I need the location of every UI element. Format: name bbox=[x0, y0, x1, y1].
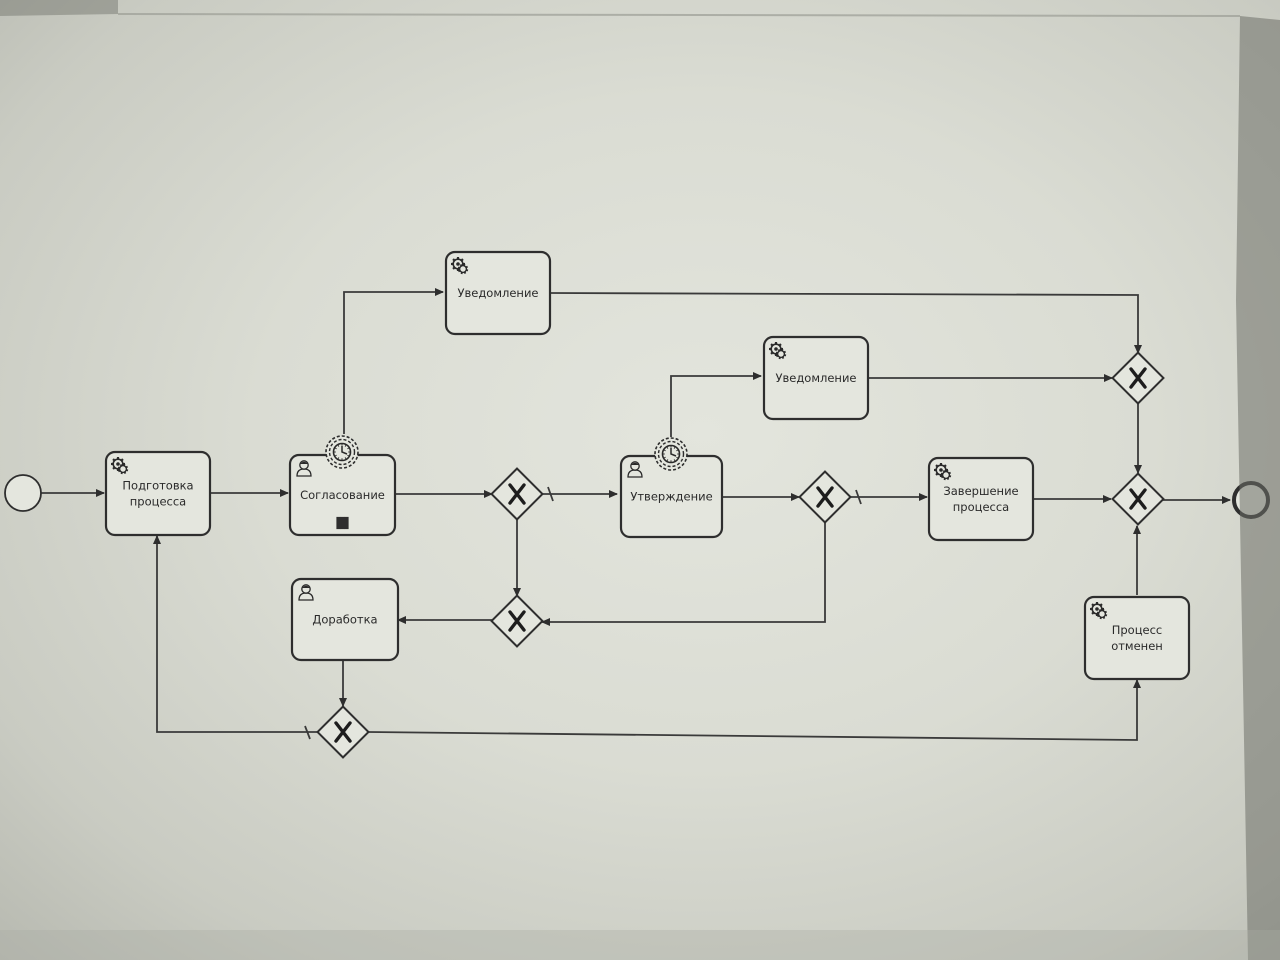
task-cancel[interactable]: Процесс отменен bbox=[1083, 595, 1191, 681]
task-notify1[interactable]: Уведомление bbox=[444, 250, 552, 336]
exclusive-gateway-gw4[interactable] bbox=[1111, 351, 1165, 405]
task-label: Доработка bbox=[312, 613, 377, 627]
task-label: процесса bbox=[953, 500, 1009, 514]
task-label: Процесс bbox=[1112, 623, 1163, 637]
flow-timer2-to-notify2[interactable] bbox=[670, 372, 762, 437]
task-label: отменен bbox=[1111, 639, 1163, 653]
task-label: Уведомление bbox=[457, 286, 538, 300]
task-label: Утверждение bbox=[630, 490, 712, 504]
exclusive-gateway-gw6[interactable] bbox=[1111, 472, 1165, 526]
flow-timer1-to-notify1[interactable] bbox=[343, 288, 444, 434]
task-label: Согласование bbox=[300, 488, 385, 502]
exclusive-gateway-gw3[interactable] bbox=[798, 470, 852, 524]
task-finish[interactable]: Завершение процесса bbox=[927, 456, 1035, 542]
exclusive-gateway-gw1[interactable] bbox=[490, 467, 544, 521]
task-label: Уведомление bbox=[775, 371, 856, 385]
task-prep[interactable]: Подготовка процесса bbox=[104, 450, 212, 537]
flow-gw5-to-cancel[interactable] bbox=[367, 679, 1141, 741]
parallel-multi-instance-marker bbox=[336, 516, 349, 530]
start-event[interactable] bbox=[4, 474, 42, 512]
clock-icon bbox=[661, 444, 681, 464]
boundary-timer-event[interactable] bbox=[325, 435, 359, 469]
end-event[interactable] bbox=[1232, 481, 1270, 519]
exclusive-gateway-gw5[interactable] bbox=[316, 705, 370, 759]
boundary-timer-event[interactable] bbox=[654, 437, 688, 471]
diagram-nodes: Подготовка процесса Согласование Уведомлени… bbox=[4, 250, 1270, 759]
task-label: процесса bbox=[130, 495, 186, 509]
task-notify2[interactable]: Уведомление bbox=[762, 335, 870, 421]
clock-icon bbox=[332, 442, 352, 462]
task-label: Завершение bbox=[943, 484, 1018, 498]
task-label: Подготовка bbox=[122, 479, 193, 493]
task-rework[interactable]: Доработка bbox=[290, 577, 400, 662]
exclusive-gateway-gw2[interactable] bbox=[490, 594, 544, 648]
